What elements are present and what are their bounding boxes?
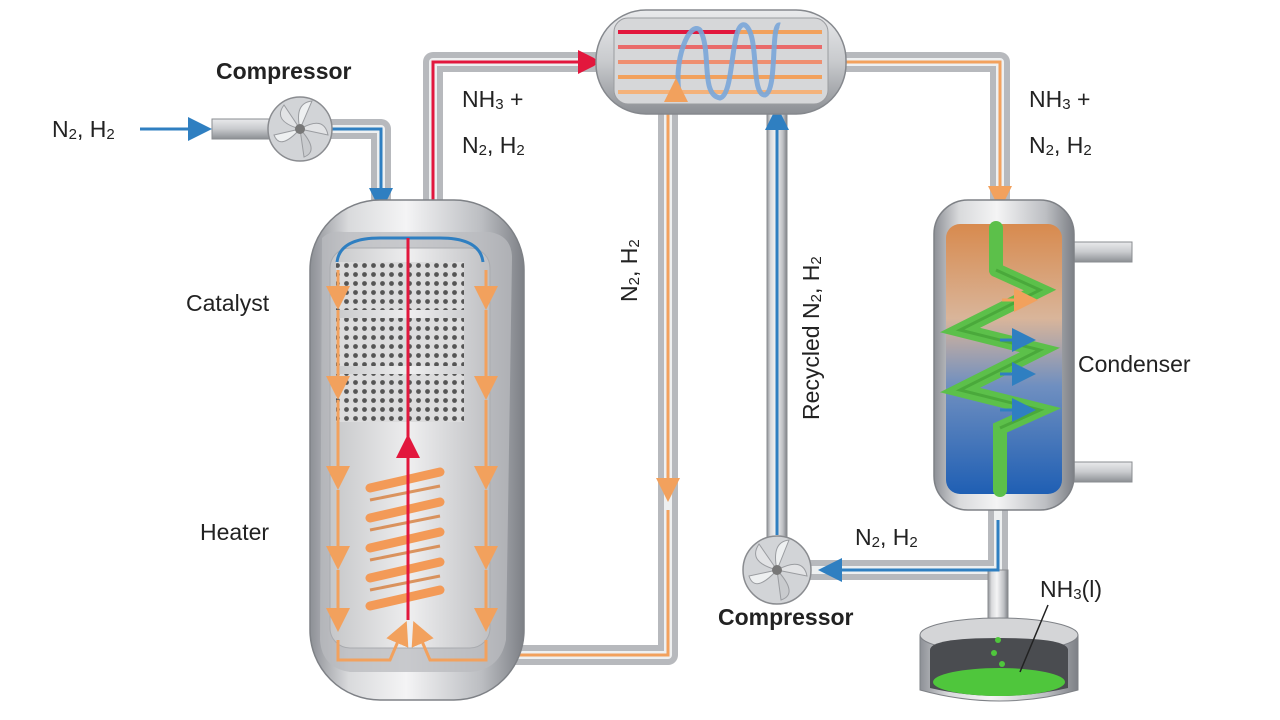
ammonia-liquid-label: NH3(l) xyxy=(1040,576,1103,603)
ammonia-leader-line xyxy=(1019,604,1049,673)
recycled-line-label: Recycled N2, H2 xyxy=(798,256,825,420)
compressor-top-icon xyxy=(267,96,333,162)
reactor-top-distributor xyxy=(335,236,485,263)
reactor-output-label-line1: NH3 + xyxy=(462,86,524,113)
exchanger-to-condenser-pipe xyxy=(840,52,1010,208)
flow-lines xyxy=(140,50,1012,657)
condenser-label: Condenser xyxy=(1078,351,1191,377)
compressor-to-reactor-pipe xyxy=(330,119,391,205)
exchanger-tubes xyxy=(618,30,822,94)
exchanger-to-reactor-return-pipe xyxy=(512,112,678,665)
heat-exchanger xyxy=(595,9,847,115)
cooled-product-flow xyxy=(840,60,1012,210)
return-line-label: N2, H2 xyxy=(616,239,643,302)
heater-coil xyxy=(365,467,445,611)
compressor-bottom-icon xyxy=(742,535,812,605)
reactor-output-label-line2: N2, H2 xyxy=(462,132,525,159)
exchanger-coil xyxy=(675,22,783,101)
ammonia-tank xyxy=(919,604,1079,702)
hot-product-flow xyxy=(431,50,602,215)
catalyst-label: Catalyst xyxy=(186,290,270,316)
exchanger-output-label-line2: N2, H2 xyxy=(1029,132,1092,159)
recycle-in-flow xyxy=(818,520,1000,582)
catalyst-bed-1 xyxy=(336,262,464,310)
compressor-bottom-label: Compressor xyxy=(718,604,854,630)
compressor-top-label: Compressor xyxy=(216,58,352,84)
reactor xyxy=(309,199,525,701)
heater-label: Heater xyxy=(200,519,270,545)
reactor-down-flows xyxy=(326,270,498,662)
exchanger-output-label-line1: NH3 + xyxy=(1029,86,1091,113)
condenser-port-bottom xyxy=(1067,461,1133,483)
catalyst-bed-2 xyxy=(336,318,464,366)
feed-inlet-pipe xyxy=(211,118,271,140)
feed-label: N2, H2 xyxy=(52,116,115,143)
condenser xyxy=(933,199,1075,511)
recycle-input-label: N2, H2 xyxy=(855,524,918,551)
condenser-port-top xyxy=(1067,241,1133,263)
feed-flow xyxy=(330,127,393,212)
catalyst-bed-3 xyxy=(336,374,464,422)
